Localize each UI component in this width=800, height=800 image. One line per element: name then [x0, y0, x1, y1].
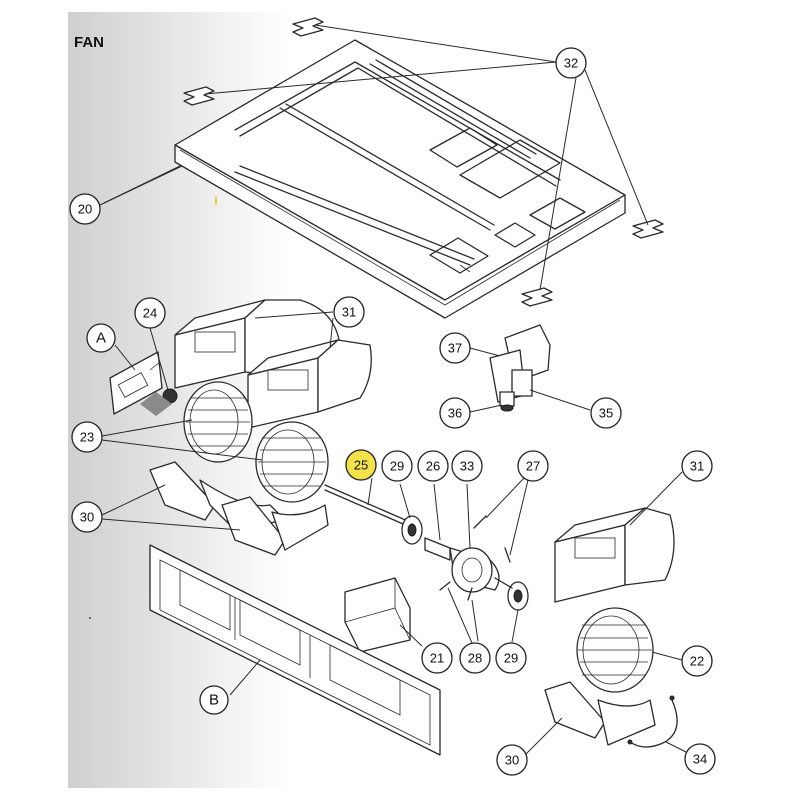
svg-text:30: 30: [80, 510, 94, 525]
part-valve-assembly: [489, 324, 551, 412]
callout-27: 27: [517, 450, 549, 482]
callout-30-left: 30: [71, 501, 103, 533]
callout-23: 23: [71, 421, 103, 453]
svg-text:34: 34: [693, 752, 707, 767]
part-blower-wheels-left: [183, 381, 329, 503]
callout-32: 32: [555, 47, 587, 79]
svg-text:B: B: [209, 692, 219, 709]
svg-text:27: 27: [526, 459, 540, 474]
svg-text:30: 30: [505, 753, 519, 768]
svg-text:37: 37: [448, 341, 462, 356]
callout-28: 28: [459, 642, 491, 674]
part-blower-housing-right: [554, 507, 675, 603]
callout-30-right: 30: [496, 744, 528, 776]
callout-a: A: [86, 323, 116, 353]
svg-text:20: 20: [78, 202, 92, 217]
callout-36: 36: [439, 397, 471, 429]
part-motor-clips: [439, 515, 511, 601]
callout-29-top: 29: [381, 450, 413, 482]
part-blower-housings-left: [174, 299, 372, 429]
callout-37: 37: [439, 332, 471, 364]
svg-text:36: 36: [448, 406, 462, 421]
callout-21: 21: [421, 642, 453, 674]
svg-text:31: 31: [342, 305, 356, 320]
part-bracket-a: [109, 351, 178, 416]
part-bearing-29-left: [401, 515, 423, 545]
callout-20: 20: [69, 193, 101, 225]
callout-35: 35: [590, 397, 622, 429]
leader-lines: [99, 24, 687, 755]
callout-26: 26: [417, 450, 449, 482]
part-mounting-clips: [183, 17, 664, 307]
part-motor: [424, 537, 513, 593]
part-top-cover-panel: [174, 39, 626, 319]
part-bearing-29-right: [507, 581, 529, 611]
callout-22: 22: [681, 645, 713, 677]
svg-text:22: 22: [690, 654, 704, 669]
svg-text:33: 33: [460, 459, 474, 474]
diagram-title: FAN: [74, 34, 104, 51]
callout-24: 24: [134, 297, 166, 329]
svg-text:29: 29: [390, 459, 404, 474]
callout-29-bottom: 29: [495, 642, 527, 674]
svg-text:25: 25: [354, 458, 368, 473]
callout-25-highlighted: 25: [345, 449, 377, 481]
part-lower-housing-right: [544, 681, 656, 746]
svg-text:32: 32: [564, 56, 578, 71]
part-shaft: [324, 484, 411, 528]
svg-text:26: 26: [426, 459, 440, 474]
callout-b: B: [199, 685, 229, 715]
part-motor-bracket: [344, 577, 411, 653]
svg-text:35: 35: [599, 406, 613, 421]
part-lower-housings-left: [149, 461, 329, 556]
svg-text:28: 28: [468, 651, 482, 666]
svg-text:31: 31: [690, 459, 704, 474]
svg-text:24: 24: [143, 306, 157, 321]
marker-dot: [89, 617, 91, 619]
part-bottom-panel-b: [149, 544, 441, 756]
part-wire-harness: [627, 695, 678, 748]
callout-31-top: 31: [333, 296, 365, 328]
svg-text:A: A: [96, 330, 106, 347]
svg-text:23: 23: [80, 430, 94, 445]
callout-34: 34: [684, 743, 716, 775]
svg-text:29: 29: [504, 651, 518, 666]
callout-33: 33: [451, 450, 483, 482]
part-blower-wheel-right: [576, 607, 654, 693]
svg-text:21: 21: [430, 651, 444, 666]
callout-31-right: 31: [681, 450, 713, 482]
